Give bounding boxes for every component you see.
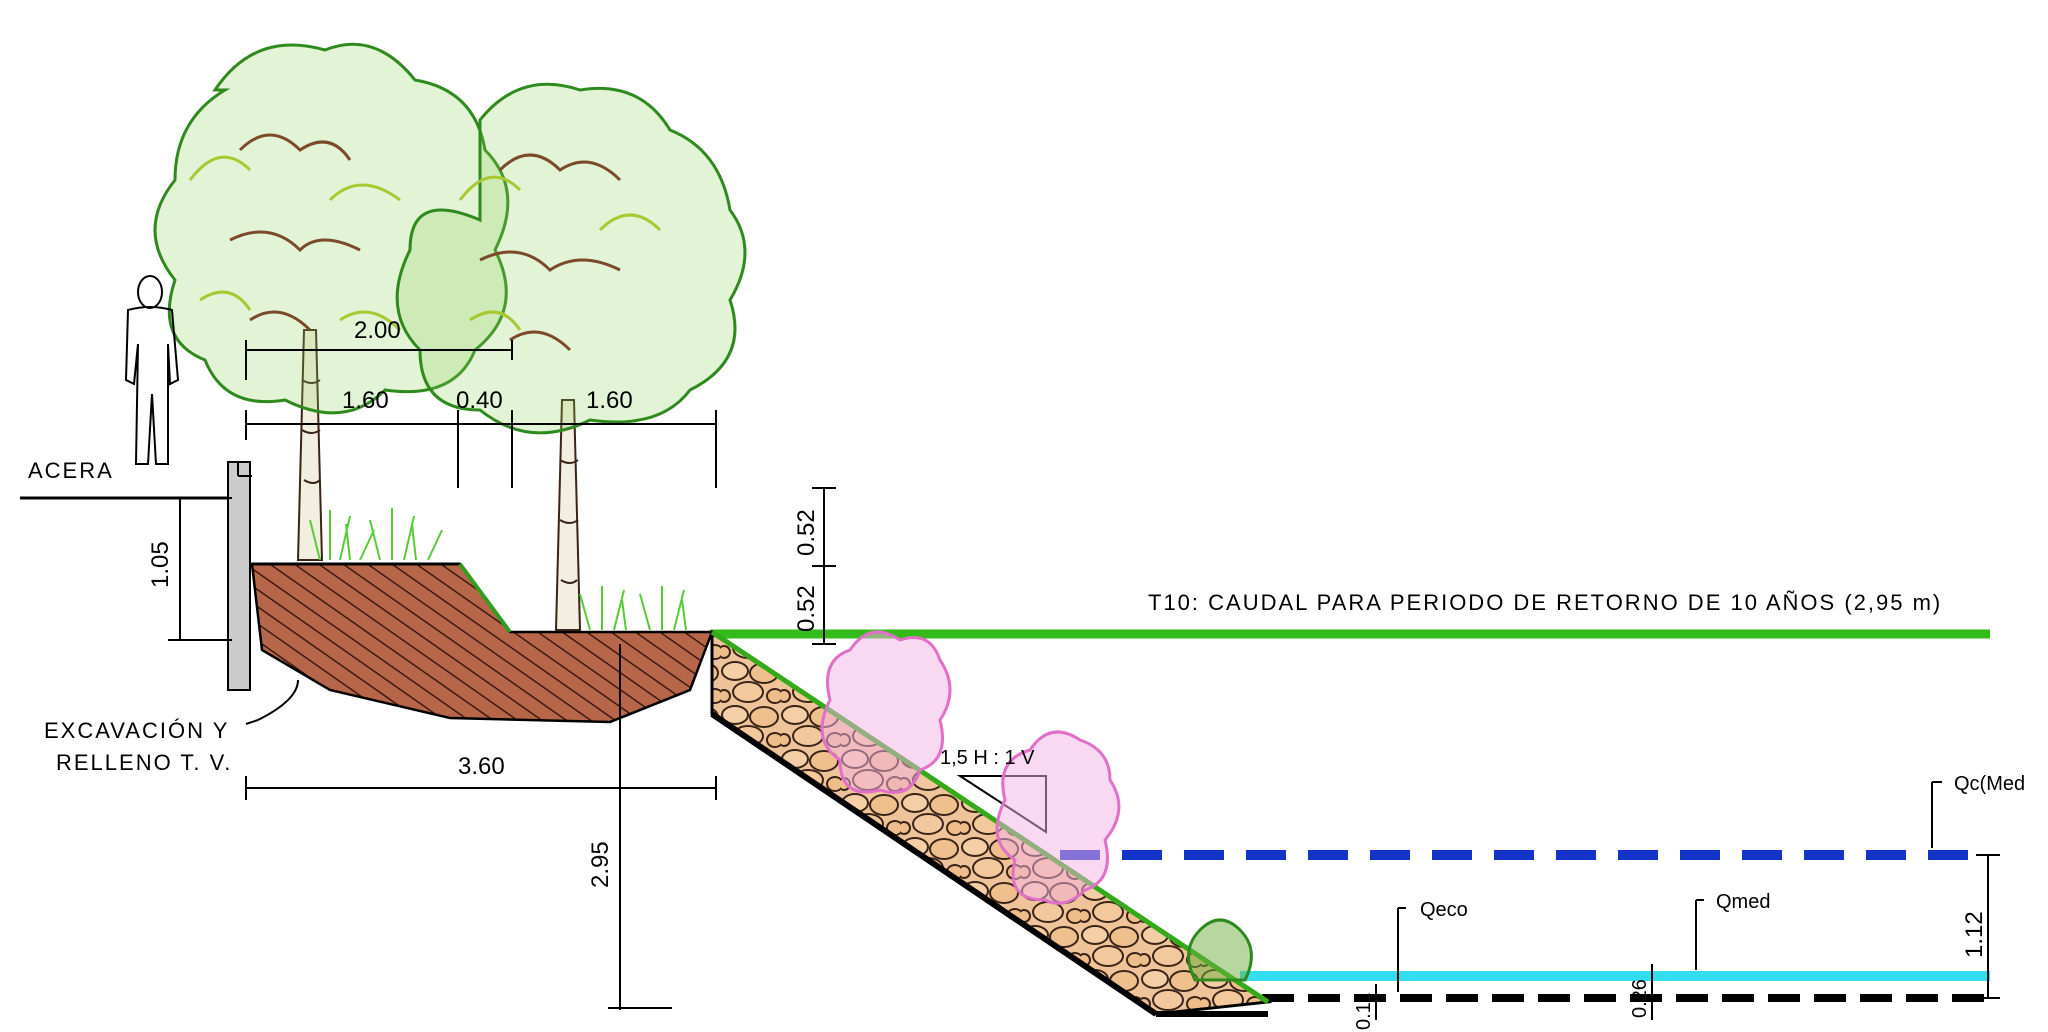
- pink-shrubs: [820, 630, 1121, 905]
- qmed-label: Qmed: [1716, 891, 1770, 913]
- qc-height-label: 1.12: [1961, 911, 1988, 958]
- qeco-label: Qeco: [1420, 899, 1468, 921]
- qc-label: Qc(Med: [1954, 773, 2025, 795]
- t10-label: T10: CAUDAL PARA PERIODO DE RETORNO DE 1…: [1148, 590, 1942, 615]
- upper-bank-a-label: 0.52: [793, 509, 820, 556]
- tree-right: [395, 82, 747, 631]
- qmed-height-label: 0.26: [1629, 979, 1651, 1018]
- left-segment-label: 1.60: [342, 387, 389, 414]
- excavation-label-1: EXCAVACIÓN Y: [44, 718, 229, 743]
- top-width-label: 2.00: [354, 317, 401, 344]
- toe-shrub: [1187, 918, 1253, 982]
- excavation-label-2: RELLENO T. V.: [56, 750, 232, 775]
- slope-label: 1,5 H : 1 V: [940, 747, 1035, 769]
- qeco-height-label: 0.11: [1353, 993, 1375, 1030]
- excavation-fill: [250, 562, 714, 724]
- base-width-label: 3.60: [458, 753, 505, 780]
- upper-bank-b-label: 0.52: [793, 585, 820, 632]
- curb-height-label: 1.05: [147, 541, 174, 588]
- curb-wall: [227, 461, 251, 691]
- total-height-label: 2.95: [587, 841, 614, 888]
- middle-segment-label: 0.40: [456, 387, 503, 414]
- grass-tufts: [309, 508, 687, 631]
- right-segment-label: 1.60: [586, 387, 633, 414]
- tree-left: [153, 42, 510, 561]
- sidewalk-label: ACERA: [28, 458, 114, 483]
- person-figure: [124, 275, 180, 465]
- dimension-lines: [168, 340, 2000, 1020]
